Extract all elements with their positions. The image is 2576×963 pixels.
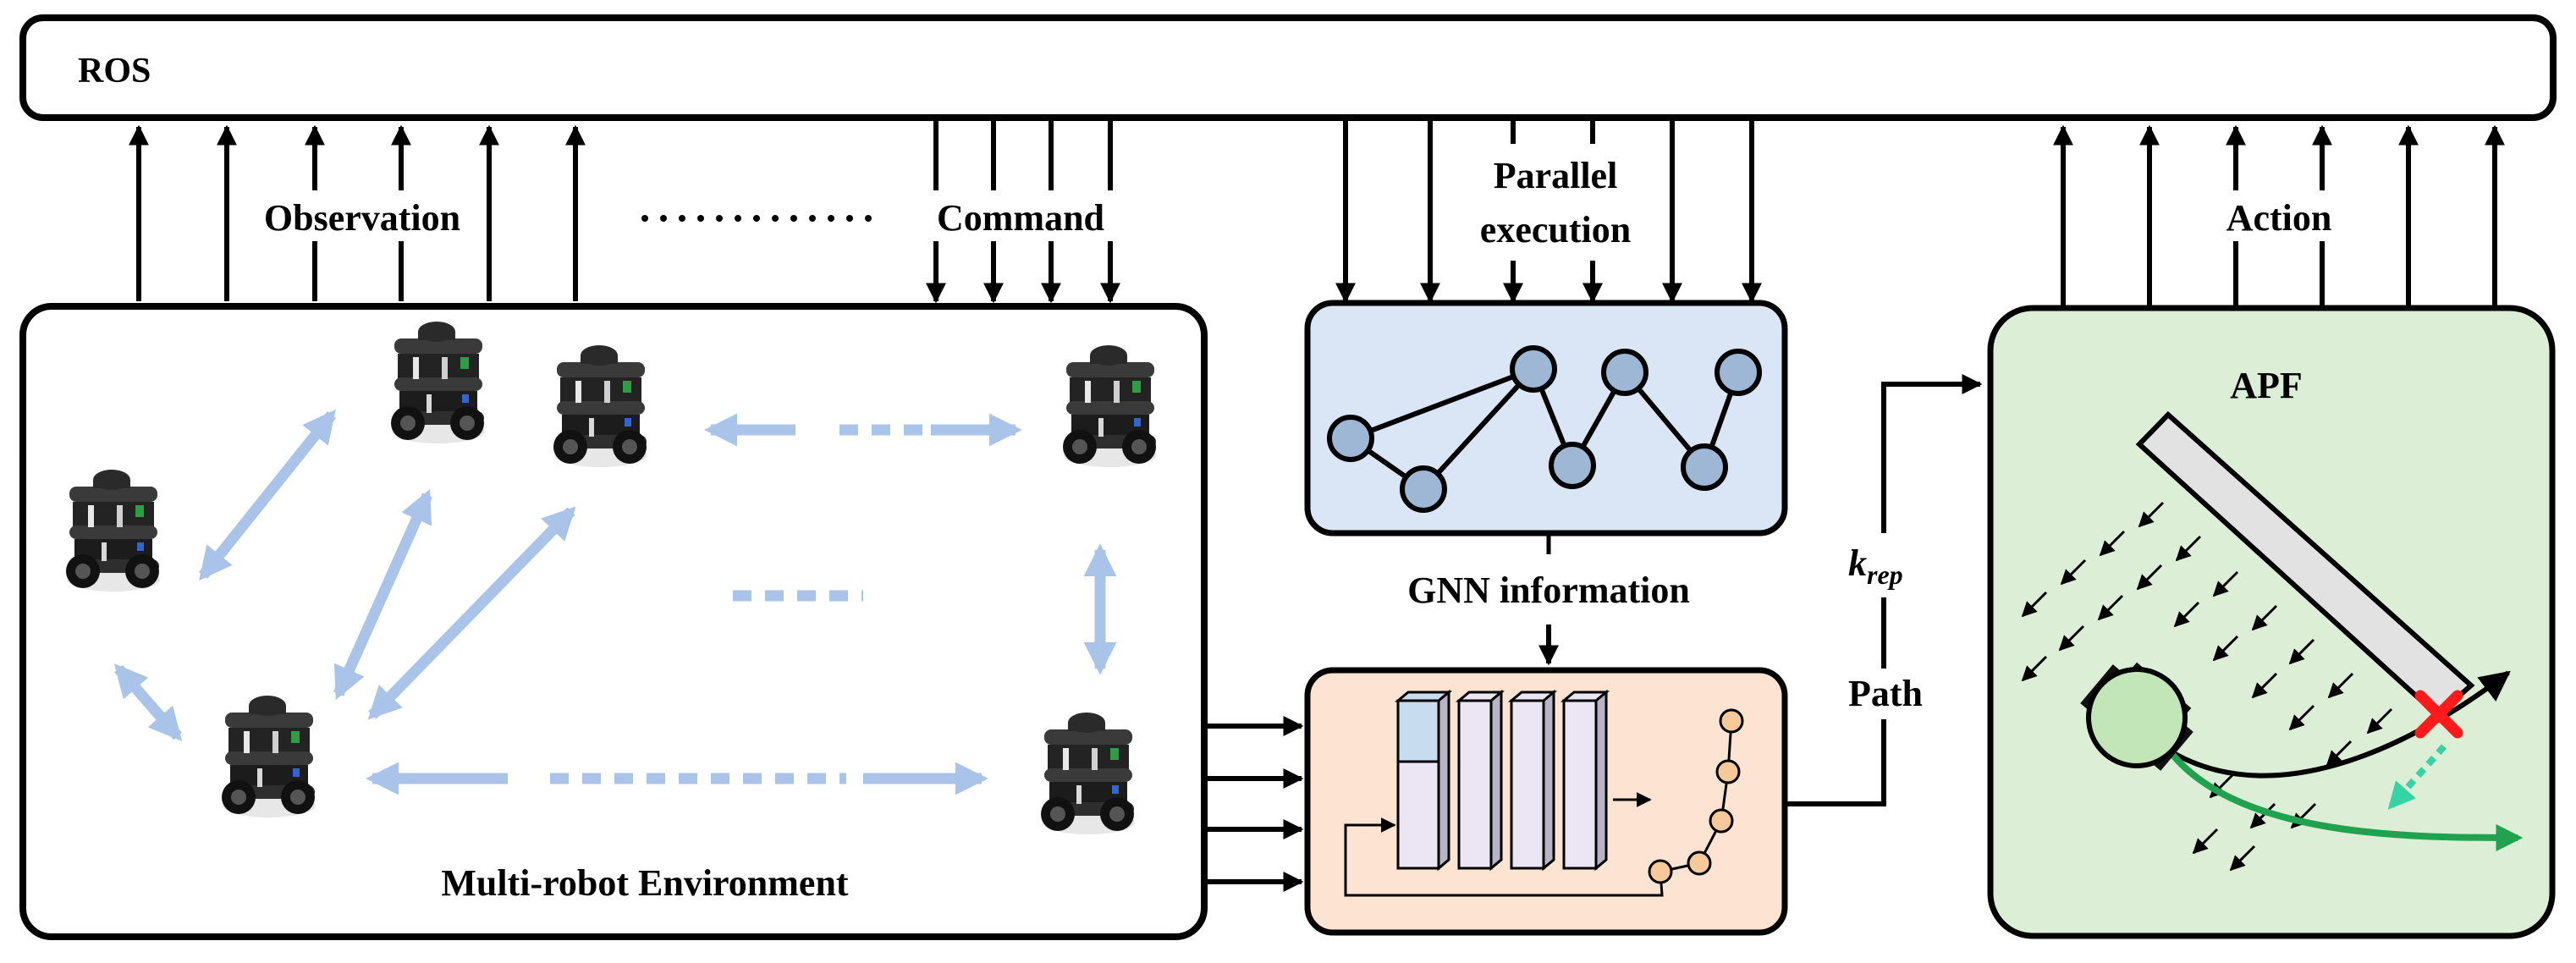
goal-cross-icon — [2414, 690, 2463, 739]
dots-separator — [641, 215, 872, 222]
environment-label: Multi-robot Environment — [441, 862, 849, 904]
ros-bar — [19, 14, 2557, 121]
ros-label: ROS — [78, 52, 151, 91]
communication-arrows — [113, 409, 1117, 795]
parallel-label-line1: Parallel — [1494, 155, 1618, 196]
action-label: Action — [2226, 197, 2332, 239]
repulsion-vector — [2387, 744, 2447, 810]
path-label: Path — [1848, 673, 1923, 714]
parallel-label-line2: execution — [1480, 209, 1631, 250]
apf-label: APF — [2230, 365, 2303, 406]
turtlebot-robot-icon-2 — [391, 322, 485, 443]
observation-label: Observation — [264, 197, 460, 239]
planned-path — [2165, 670, 2511, 779]
gnn-information-label: GNN information — [1407, 570, 1690, 611]
turtlebot-robot-icon-4 — [1063, 345, 1157, 467]
command-label: Command — [937, 197, 1104, 239]
communication-dashed-links — [550, 424, 931, 784]
k-rep-label: krep — [1848, 542, 1903, 590]
neural-network-icon — [1344, 689, 1744, 897]
obstacle — [2135, 410, 2475, 719]
adjusted-path — [2165, 746, 2524, 851]
wheeled-robot-icon — [2080, 662, 2193, 771]
graph-icon — [1327, 345, 1762, 513]
turtlebot-robot-icon-1 — [66, 470, 160, 592]
turtlebot-robot-icon-6 — [1041, 713, 1135, 834]
environment-to-network-arrows — [1207, 716, 1304, 892]
turtlebot-robot-icon-3 — [553, 345, 647, 467]
graph-box — [1304, 300, 1788, 537]
repulsive-force-arrows — [2021, 501, 2393, 872]
turtlebot-robot-icon-5 — [222, 696, 316, 817]
